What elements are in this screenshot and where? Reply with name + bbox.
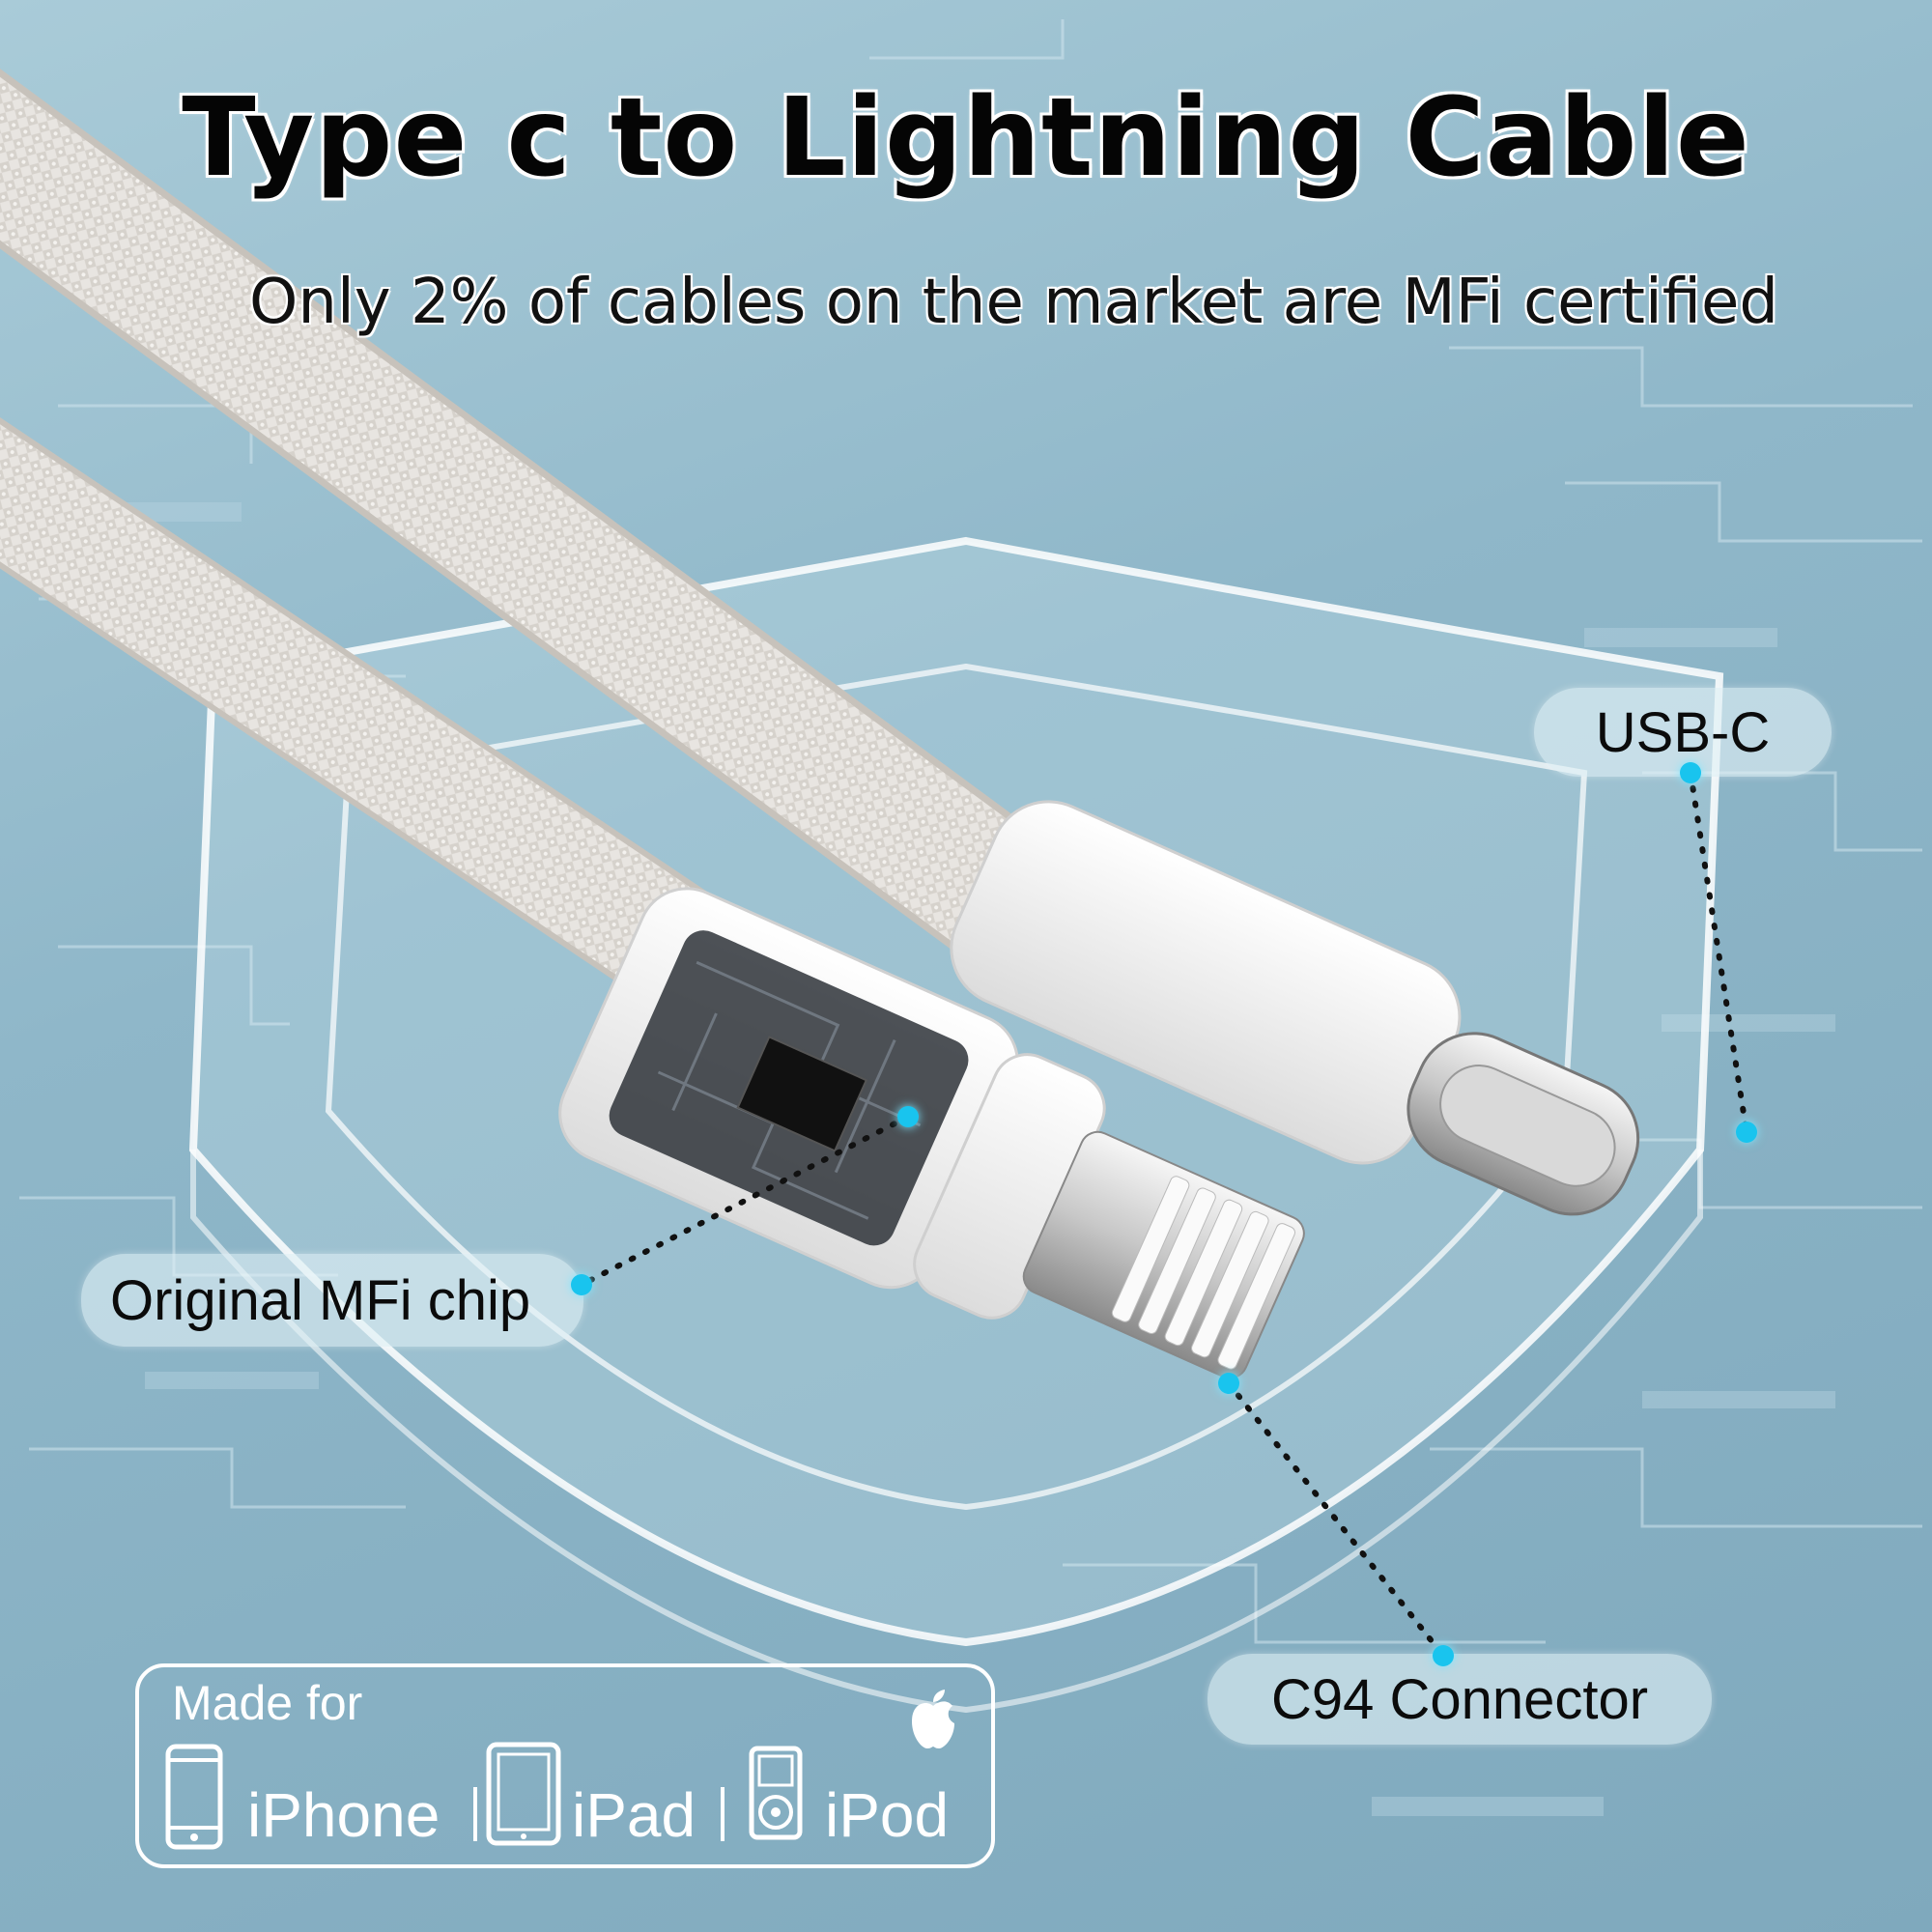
ipod-icon	[749, 1746, 803, 1840]
callout-c94-connector-label: C94 Connector	[1270, 1667, 1649, 1731]
callout-mfi-chip-label: Original MFi chip	[110, 1268, 531, 1332]
iphone-icon	[165, 1744, 223, 1850]
connector-marker	[1218, 1373, 1239, 1394]
callout-usb-c-label: USB-C	[1595, 700, 1771, 764]
connector-marker-label	[1433, 1645, 1454, 1666]
chip-marker	[897, 1106, 919, 1127]
device-ipad: iPad	[572, 1780, 696, 1850]
chip-marker-label	[571, 1274, 592, 1295]
callout-mfi-chip: Original MFi chip	[81, 1254, 583, 1347]
usb-c-marker-top	[1680, 762, 1701, 783]
callout-c94-connector: C94 Connector	[1208, 1654, 1712, 1745]
apple-logo-icon	[912, 1690, 954, 1748]
page-title: Type c to Lightning Cable	[182, 75, 1750, 201]
usb-c-plug	[950, 800, 1640, 1216]
usb-c-marker-plug	[1736, 1122, 1757, 1143]
made-for-badge: Made for iPhone iPad iPod	[135, 1663, 995, 1868]
made-for-label: Made for	[172, 1676, 363, 1730]
leader-lines	[579, 770, 1749, 1659]
device-ipod: iPod	[825, 1780, 950, 1850]
separator	[721, 1787, 724, 1841]
callout-usb-c: USB-C	[1534, 688, 1832, 777]
ipad-icon	[486, 1742, 561, 1846]
page-subtitle: Only 2% of cables on the market are MFi …	[249, 267, 1779, 338]
braided-cable	[0, 69, 1116, 1048]
separator	[473, 1787, 477, 1841]
device-iphone: iPhone	[247, 1780, 440, 1850]
lightning-plug	[558, 887, 1305, 1379]
